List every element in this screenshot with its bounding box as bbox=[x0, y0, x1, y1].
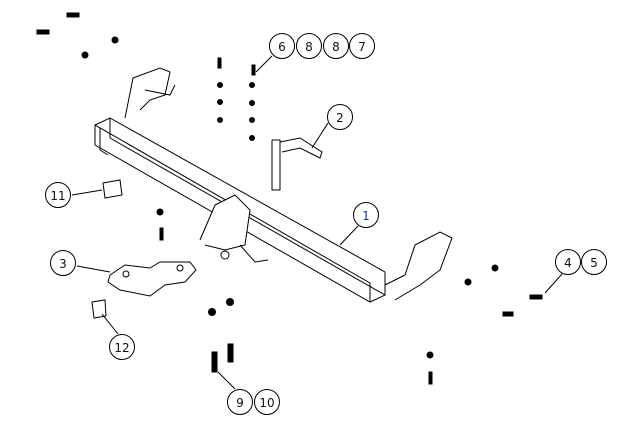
callout-12: 12 bbox=[109, 334, 135, 360]
callout-11: 11 bbox=[45, 182, 71, 208]
pad-part-12 bbox=[91, 299, 107, 319]
callout-5: 5 bbox=[581, 249, 607, 275]
callout-8b: 8 bbox=[323, 33, 349, 59]
callout-2: 2 bbox=[327, 104, 353, 130]
bracket-part-2 bbox=[271, 137, 323, 191]
callout-10: 10 bbox=[254, 389, 280, 415]
callout-9: 9 bbox=[227, 389, 253, 415]
leader-lines bbox=[71, 55, 563, 390]
fasteners bbox=[36, 12, 543, 385]
crossbar-part-1 bbox=[94, 67, 453, 303]
callout-4: 4 bbox=[555, 249, 581, 275]
callout-8a: 8 bbox=[296, 33, 322, 59]
tow-plate-part-3 bbox=[107, 261, 197, 297]
callout-1: 1 bbox=[353, 202, 379, 228]
pad-part-11 bbox=[102, 179, 123, 199]
callout-7: 7 bbox=[349, 33, 375, 59]
callout-3: 3 bbox=[50, 250, 76, 276]
callout-6: 6 bbox=[269, 33, 295, 59]
